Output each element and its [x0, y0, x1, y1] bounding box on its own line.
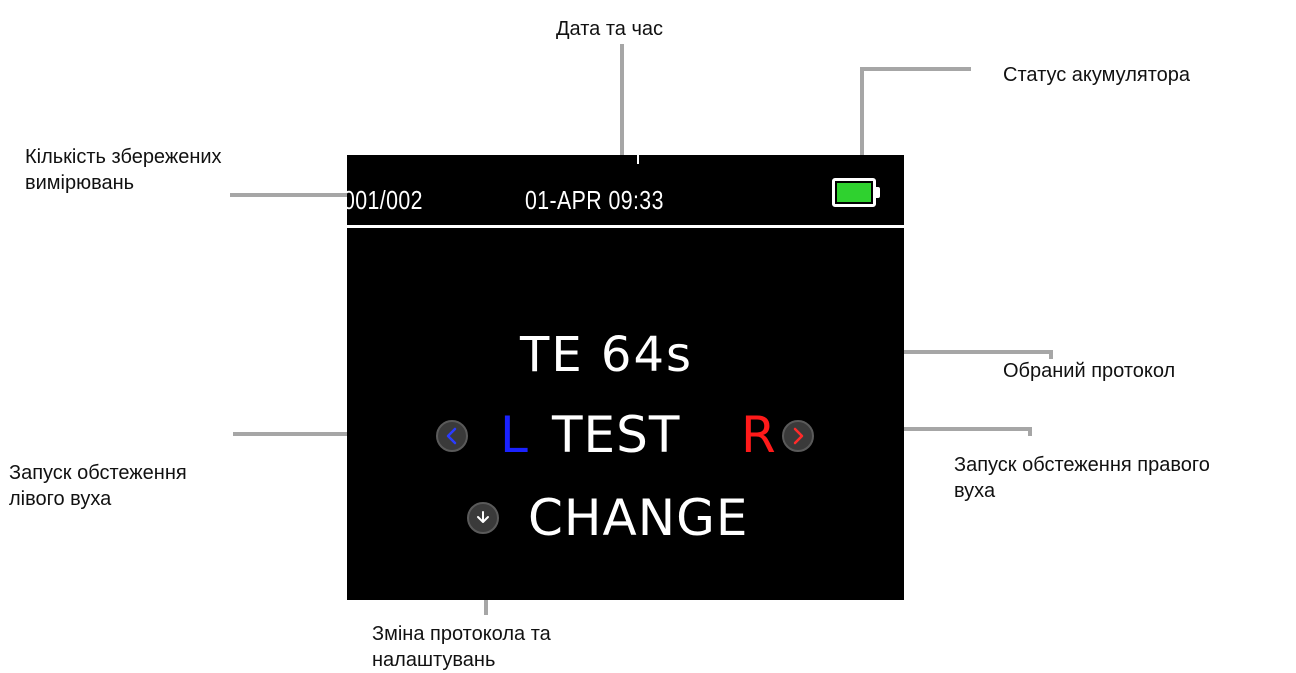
- change-row: CHANGE: [347, 488, 904, 552]
- leader-line-saved-count: [230, 193, 347, 197]
- battery-terminal: [876, 187, 880, 198]
- test-row: L TEST R: [347, 405, 904, 469]
- battery-level: [837, 183, 871, 202]
- saved-count: 001/002: [347, 185, 423, 215]
- test-label: TEST: [552, 406, 681, 464]
- chevron-right-icon: [793, 427, 804, 445]
- leader-line-protocol-h: [765, 350, 1051, 354]
- callout-change: Зміна протокола та налаштувань: [372, 623, 551, 671]
- callout-datetime: Дата та час: [556, 18, 664, 40]
- callout-protocol: Обраний протокол: [1003, 360, 1176, 382]
- leader-line-left-ear: [233, 432, 403, 436]
- change-button[interactable]: [467, 502, 499, 534]
- leader-line-right-ear-v: [1028, 427, 1032, 436]
- status-divider: [347, 225, 904, 228]
- chevron-left-icon: [446, 427, 457, 445]
- callout-right-ear: Запуск обстеження правого вуха: [954, 454, 1210, 502]
- leader-line-battery-h: [860, 67, 971, 71]
- leader-line-right-ear-h: [860, 427, 1032, 431]
- callout-left-ear: Запуск обстеження лівого вуха: [9, 462, 187, 510]
- protocol-name: TE 64s: [520, 327, 693, 383]
- leader-line-datetime: [620, 44, 624, 174]
- tick-mark: [637, 155, 639, 164]
- left-ear-button[interactable]: [436, 420, 468, 452]
- left-ear-label[interactable]: L: [500, 406, 528, 464]
- callout-saved-count: Кількість збережених вимірювань: [25, 146, 222, 194]
- right-ear-button[interactable]: [782, 420, 814, 452]
- battery-icon: [832, 178, 876, 207]
- change-label[interactable]: CHANGE: [528, 489, 749, 547]
- chevron-down-icon: [477, 511, 489, 523]
- device-screen: 001/002 01-APR 09:33 TE 64s L TEST R: [347, 155, 904, 600]
- right-ear-label[interactable]: R: [741, 406, 776, 464]
- date-time: 01-APR 09:33: [525, 185, 664, 215]
- leader-line-battery-v: [860, 67, 864, 175]
- leader-line-protocol-v: [1049, 350, 1053, 359]
- status-bar: 001/002 01-APR 09:33: [347, 155, 904, 225]
- callout-battery: Статус акумулятора: [1003, 64, 1190, 86]
